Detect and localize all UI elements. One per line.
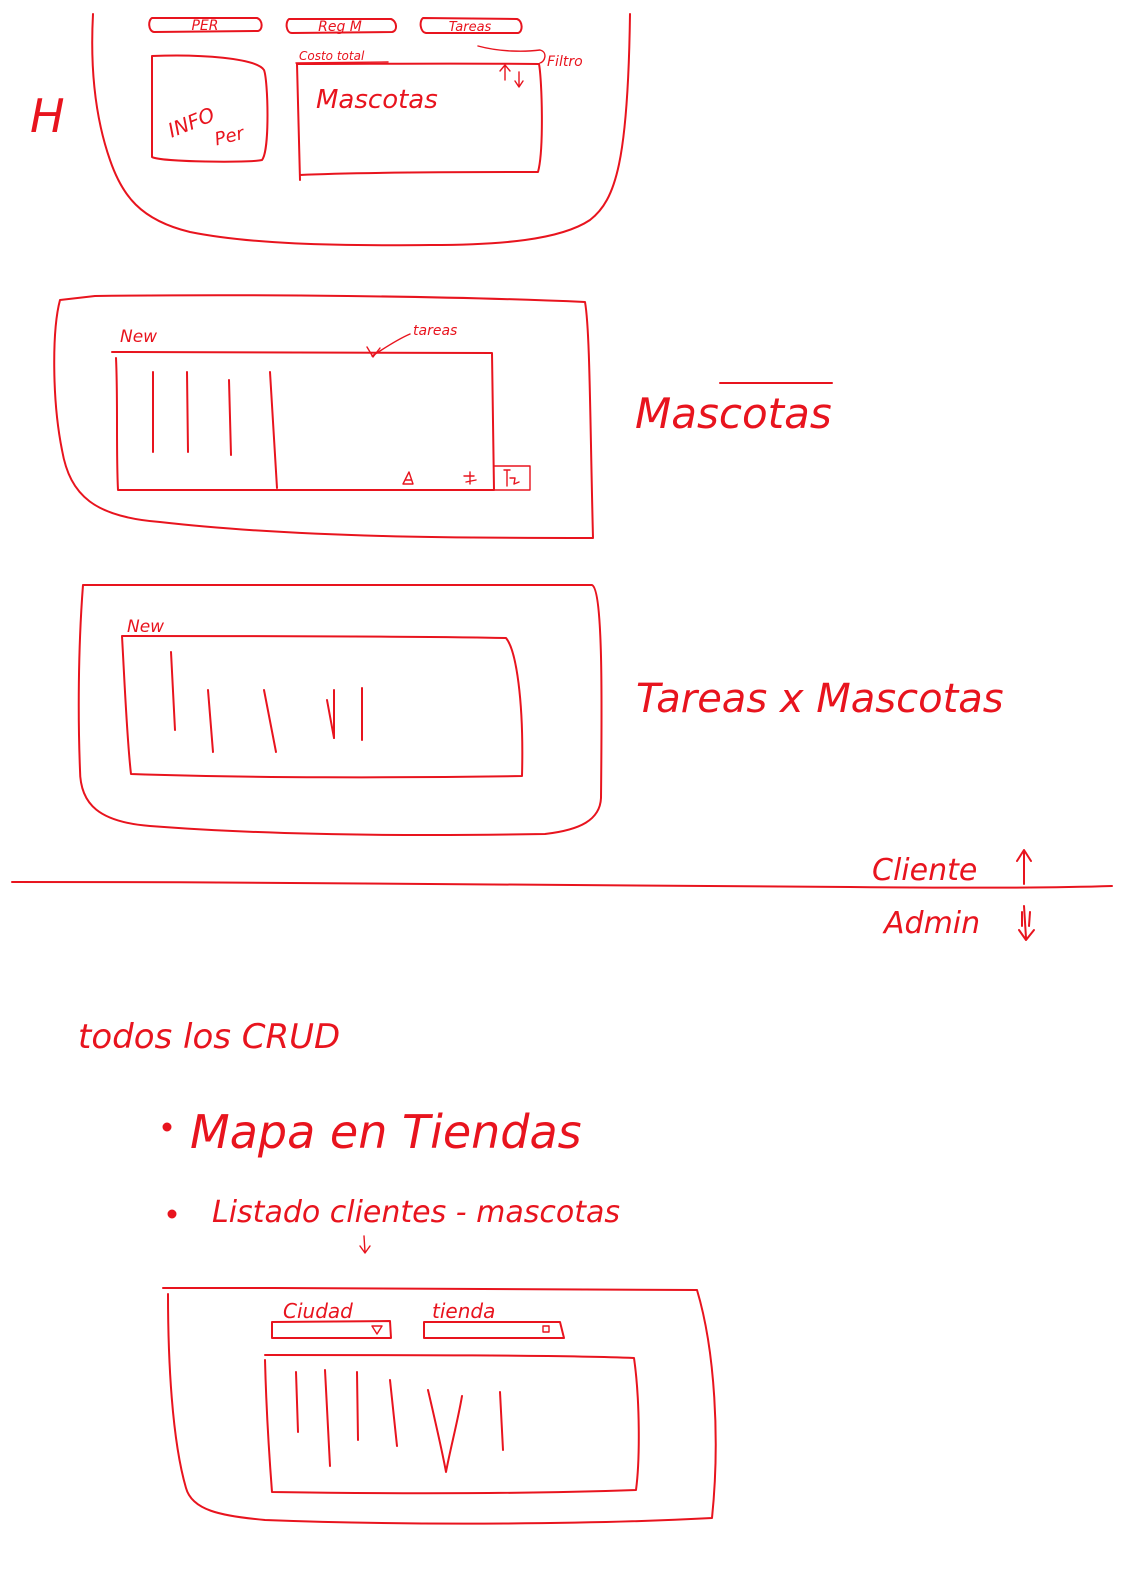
tasks-pointer-label: tareas (413, 323, 457, 339)
bullet-listado-clientes: Listado clientes - mascotas (212, 1195, 620, 1230)
role-split: Cliente Admin (11, 849, 1113, 941)
table-column-divider (356, 1371, 359, 1441)
admin-label: Admin (882, 906, 980, 941)
tareas-table (121, 635, 524, 779)
pets-panel: Mascotas (296, 62, 543, 181)
tienda-filter-label: tienda (432, 1299, 495, 1323)
ciudad-filter[interactable]: Ciudad (271, 1299, 392, 1339)
role-divider-line (11, 881, 1113, 889)
table-column-divider (228, 379, 232, 456)
arrow-down-icon (1018, 905, 1035, 941)
arrow-up-icon (1016, 849, 1032, 885)
edit-icon[interactable] (402, 471, 414, 485)
listado-frame (162, 1287, 717, 1525)
filter-icon[interactable] (493, 465, 531, 491)
pets-panel-title: Mascotas (316, 85, 438, 115)
search-icon (542, 1325, 550, 1333)
view-icon[interactable] (463, 471, 477, 485)
table-column-divider (324, 1369, 331, 1467)
tab-per-label: PER (191, 18, 218, 34)
bullet-mapa-tiendas: Mapa en Tiendas (190, 1105, 582, 1159)
client-tabs: PER Reg M Tareas (148, 17, 523, 35)
mascotas-table (111, 351, 531, 491)
table-column-divider (263, 689, 277, 753)
filter-label: Filtro (547, 54, 583, 70)
admin-section: todos los CRUD Mapa en Tiendas Listado c… (78, 1017, 717, 1525)
tareas-frame (77, 583, 603, 837)
tareas-screen-title: Tareas x Mascotas (636, 676, 1004, 722)
mascotas-screen: New tareas Mascotas (53, 294, 833, 539)
info-label: INFO (164, 102, 218, 142)
client-view-frame (91, 13, 631, 247)
sort-up-down-icon[interactable] (499, 64, 524, 88)
client-view-section: H PER Reg M Tareas INFO Per Costo total (30, 13, 631, 247)
tab-per[interactable]: PER (148, 17, 263, 34)
tab-tareas[interactable]: Tareas (419, 17, 523, 35)
ciudad-filter-label: Ciudad (283, 1299, 353, 1323)
table-column-divider (207, 689, 214, 753)
mascotas-new-label[interactable]: New (120, 327, 157, 347)
cliente-label: Cliente (872, 853, 977, 888)
table-column-divider (269, 371, 278, 489)
side-mark: H (30, 89, 65, 143)
table-column-divider (170, 651, 176, 731)
tab-tareas-label: Tareas (449, 20, 492, 35)
filter-pointer (477, 45, 546, 64)
tareas-screen: New Tareas x Mascotas (77, 583, 1004, 837)
listado-table (264, 1354, 640, 1495)
tareas-new-label[interactable]: New (127, 617, 164, 637)
mascotas-screen-title: Mascotas (635, 389, 832, 438)
admin-heading: todos los CRUD (78, 1017, 340, 1057)
tab-reg-m[interactable]: Reg M (285, 18, 397, 35)
bullet-dot (167, 1209, 177, 1219)
table-column-divider (389, 1379, 398, 1447)
table-column-divider (427, 1389, 463, 1473)
tab-reg-m-label: Reg M (318, 19, 362, 35)
arrow-down-icon (359, 1235, 371, 1254)
cost-total-label: Costo total (299, 49, 365, 63)
per-label: Per (213, 123, 248, 151)
mascotas-frame (53, 294, 594, 539)
table-column-divider (295, 1371, 299, 1433)
table-column-divider (326, 699, 335, 739)
info-per-panel: INFO Per (151, 54, 269, 163)
bullet-dot (162, 1122, 172, 1132)
chevron-down-icon (371, 1325, 383, 1335)
tasks-pointer: tareas (366, 323, 457, 358)
table-column-divider (499, 1391, 504, 1451)
tienda-filter[interactable]: tienda (423, 1299, 565, 1339)
listado-mockup: Ciudad tienda (162, 1287, 717, 1525)
table-column-divider (186, 371, 189, 453)
